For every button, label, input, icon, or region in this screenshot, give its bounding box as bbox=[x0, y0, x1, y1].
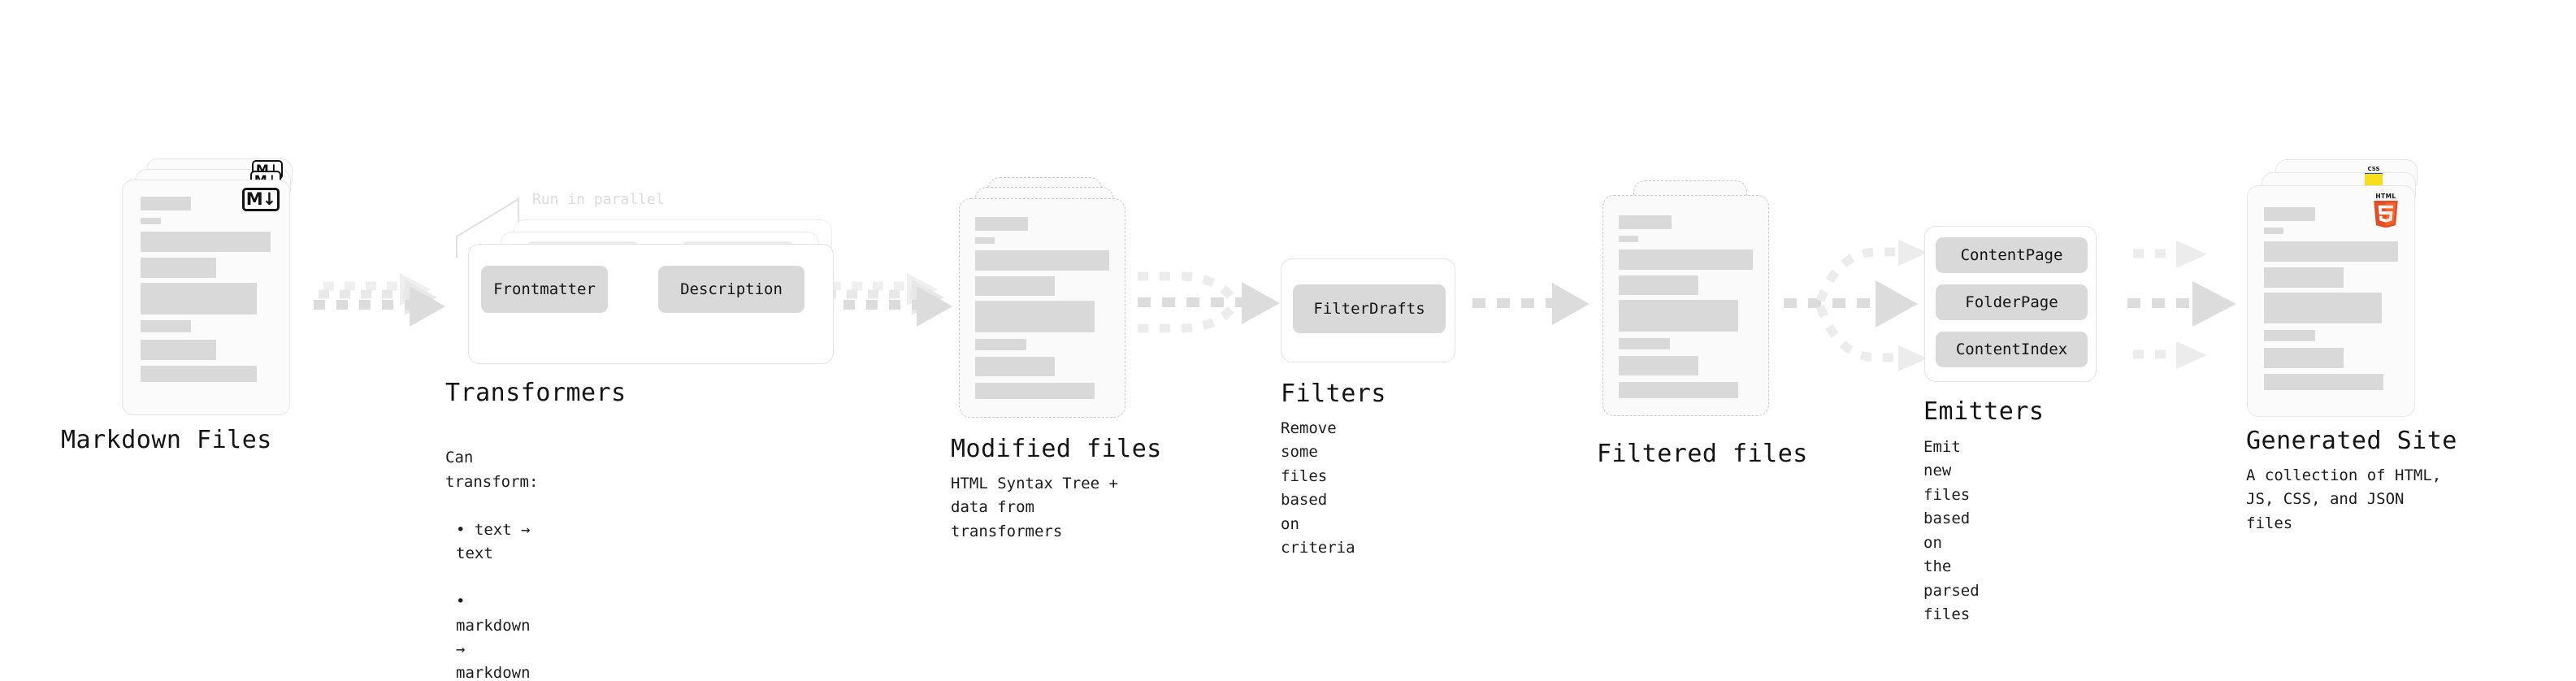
markdown-card-front bbox=[122, 180, 290, 415]
doc-line-2 bbox=[141, 258, 216, 278]
arrow-filtered-to-emitters bbox=[1784, 240, 1928, 371]
doc-subtitle-bar bbox=[975, 237, 995, 244]
doc-subtitle-bar bbox=[1619, 236, 1638, 242]
transformers-bullet-0: • text → text bbox=[456, 520, 531, 563]
arrow-emitters-to-site bbox=[2127, 241, 2236, 369]
doc-title-bar bbox=[1619, 215, 1672, 229]
doc-line-2 bbox=[2264, 267, 2344, 288]
doc-line-5 bbox=[975, 357, 1055, 376]
doc-line-3 bbox=[2264, 293, 2382, 323]
html5-icon: HTML bbox=[2370, 193, 2401, 228]
stage-modified-files: Modified files HTML Syntax Tree + data f… bbox=[951, 177, 1161, 540]
emitters-subtitle: Emit new files based on the parsed files bbox=[1923, 438, 1980, 624]
chip-filter-drafts[interactable]: FilterDrafts bbox=[1293, 284, 1446, 333]
doc-subtitle-bar bbox=[2264, 228, 2283, 234]
doc-line-1 bbox=[975, 250, 1109, 271]
js-icon bbox=[2365, 174, 2383, 187]
doc-line-3 bbox=[1619, 300, 1738, 332]
doc-line-1 bbox=[2264, 241, 2398, 262]
modified-card-front bbox=[959, 198, 1125, 418]
doc-line-6 bbox=[2264, 374, 2383, 390]
doc-subtitle-bar bbox=[141, 218, 161, 224]
markdown-files-title: Markdown Files bbox=[61, 426, 272, 454]
doc-title-bar bbox=[141, 197, 191, 210]
emitters-title: Emitters bbox=[1923, 397, 2045, 426]
doc-line-4 bbox=[975, 339, 1026, 350]
doc-line-5 bbox=[141, 340, 216, 360]
doc-line-6 bbox=[975, 383, 1095, 399]
chip-frontmatter[interactable]: Frontmatter bbox=[481, 266, 608, 313]
doc-line-4 bbox=[141, 320, 191, 332]
transformers-bullet-1: • markdown → markdown bbox=[456, 592, 531, 681]
filters-subtitle: Remove some files based on criteria bbox=[1281, 419, 1355, 557]
stage-markdown-files: M↓ M↓ M↓ Markdown Files bbox=[61, 158, 309, 454]
chip-folder-page[interactable]: FolderPage bbox=[1936, 284, 2088, 320]
doc-title-bar bbox=[2264, 207, 2315, 221]
doc-title-bar bbox=[975, 217, 1028, 231]
transformers-subtitle: Can transform: • text → text • markdown … bbox=[445, 423, 538, 681]
arrow-markdown-to-transformers bbox=[314, 273, 445, 327]
filtered-card-front bbox=[1602, 195, 1769, 416]
transformers-title: Transformers bbox=[445, 379, 627, 407]
generated-site-subtitle: A collection of HTML, JS, CSS, and JSON … bbox=[2246, 466, 2442, 532]
chip-content-page[interactable]: ContentPage bbox=[1936, 237, 2088, 273]
doc-line-5 bbox=[2264, 348, 2344, 368]
doc-line-3 bbox=[975, 301, 1095, 332]
doc-line-3 bbox=[141, 283, 257, 314]
html5-shield bbox=[2374, 200, 2398, 228]
run-in-parallel-label: Run in parallel bbox=[532, 191, 665, 208]
doc-line-4 bbox=[1619, 338, 1670, 349]
arrow-modified-to-filters bbox=[1138, 271, 1280, 333]
css3-icon-label: CSS bbox=[2367, 166, 2380, 172]
markdown-icon: M↓ bbox=[242, 188, 280, 211]
filters-title: Filters bbox=[1281, 380, 1386, 408]
doc-line-4 bbox=[2264, 330, 2315, 341]
modified-files-title: Modified files bbox=[951, 435, 1162, 463]
arrow-transformers-to-modified bbox=[821, 273, 952, 327]
stage-filtered-files: Filtered files bbox=[1597, 180, 1807, 468]
filtered-files-title: Filtered files bbox=[1597, 440, 1808, 468]
modified-files-subtitle: HTML Syntax Tree + data from transformer… bbox=[951, 475, 1118, 540]
doc-line-6 bbox=[1619, 382, 1738, 398]
html5-icon-label: HTML bbox=[2375, 193, 2396, 200]
generated-site-title: Generated Site bbox=[2246, 427, 2457, 455]
chip-content-index[interactable]: ContentIndex bbox=[1936, 332, 2088, 367]
chip-description[interactable]: Description bbox=[658, 266, 804, 313]
transformers-sub-intro: Can transform: bbox=[445, 449, 539, 491]
stage-generated-site: CSS HTML bbox=[2246, 159, 2457, 532]
arrow-filters-to-filtered bbox=[1472, 283, 1589, 325]
doc-line-1 bbox=[141, 232, 271, 252]
doc-line-1 bbox=[1619, 249, 1753, 270]
doc-line-2 bbox=[1619, 275, 1698, 295]
doc-line-2 bbox=[975, 276, 1055, 296]
doc-line-5 bbox=[1619, 356, 1698, 375]
doc-line-6 bbox=[141, 366, 257, 382]
